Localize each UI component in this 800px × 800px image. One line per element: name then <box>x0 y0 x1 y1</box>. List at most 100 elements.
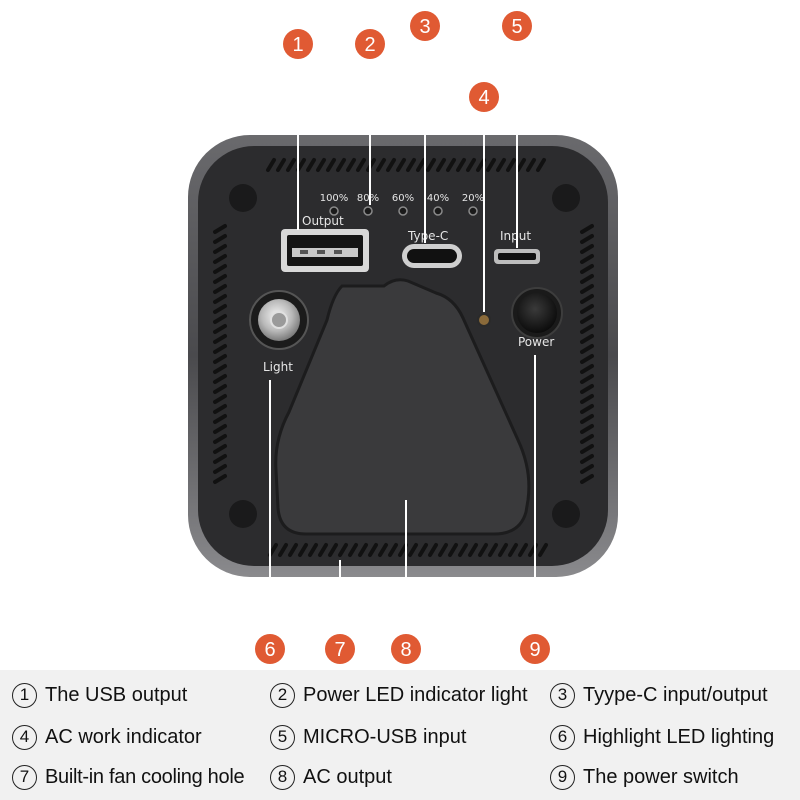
vent-slot <box>456 158 466 172</box>
indicator-level-label: 20% <box>462 193 484 204</box>
vent-slot <box>446 158 456 172</box>
vent-slot <box>213 394 227 404</box>
vent-slot <box>468 543 478 557</box>
callout-8: 8 <box>391 634 421 664</box>
vent-slot <box>213 234 227 244</box>
vent-slot <box>316 158 326 172</box>
vent-slot <box>308 543 318 557</box>
legend-text-7: Built-in fan cooling hole <box>45 765 245 788</box>
vent-slot <box>580 384 594 394</box>
legend-item-8: 8 AC output <box>270 762 392 792</box>
vent-slot <box>580 304 594 314</box>
vent-slot <box>213 314 227 324</box>
indicator-led <box>329 206 339 216</box>
vent-slot <box>328 543 338 557</box>
vent-slot <box>213 424 227 434</box>
vent-slot <box>213 444 227 454</box>
vent-slot <box>408 543 418 557</box>
legend-text-6: Highlight LED lighting <box>583 725 775 748</box>
vent-slot <box>376 158 386 172</box>
cooling-vents <box>213 158 594 557</box>
callout-3-number: 3 <box>419 16 430 38</box>
legend-item-5: 5 MICRO-USB input <box>270 722 466 752</box>
vent-slot <box>358 543 368 557</box>
power-led-indicators: 100%80%60%40%20% <box>320 193 484 216</box>
vent-slot <box>286 158 296 172</box>
vent-slot <box>580 244 594 254</box>
light-label: Light <box>263 360 293 374</box>
callout-8-number: 8 <box>400 639 411 661</box>
vent-slot <box>213 334 227 344</box>
indicator-level-label: 80% <box>357 193 379 204</box>
vent-slot <box>213 474 227 484</box>
vent-slot <box>580 324 594 334</box>
vent-slot <box>516 158 526 172</box>
vent-slot <box>580 454 594 464</box>
vent-slot <box>580 264 594 274</box>
callout-4-number: 4 <box>478 87 489 109</box>
legend-text-1: The USB output <box>45 683 188 706</box>
legend-number-9: 9 <box>550 764 575 790</box>
vent-slot <box>580 374 594 384</box>
power-button <box>517 293 557 333</box>
vent-slot <box>298 543 308 557</box>
vent-slot <box>318 543 328 557</box>
vent-slot <box>580 334 594 344</box>
vent-slot <box>466 158 476 172</box>
vent-slot <box>213 324 227 334</box>
legend-item-7: 7 Built-in fan cooling hole <box>12 762 245 792</box>
legend-item-1: 1 The USB output <box>12 680 187 710</box>
vent-slot <box>580 234 594 244</box>
vent-slot <box>580 284 594 294</box>
indicator-led <box>363 206 373 216</box>
vent-slot <box>416 158 426 172</box>
vent-slot <box>213 224 227 234</box>
vent-slot <box>213 254 227 264</box>
vent-slot <box>213 404 227 414</box>
vent-slot <box>526 158 536 172</box>
callout-7: 7 <box>325 634 355 664</box>
vent-slot <box>418 543 428 557</box>
vent-slot <box>336 158 346 172</box>
vent-slot <box>488 543 498 557</box>
vent-slot <box>406 158 416 172</box>
vent-slot <box>213 304 227 314</box>
vent-slot <box>386 158 396 172</box>
vent-slot <box>213 364 227 374</box>
vent-slot <box>278 543 288 557</box>
vent-slot <box>213 274 227 284</box>
legend-number-2: 2 <box>270 682 295 708</box>
vent-slot <box>388 543 398 557</box>
legend-number-8: 8 <box>270 764 295 790</box>
input-label: Input <box>500 229 531 243</box>
type-c-label: Type-C <box>407 229 448 243</box>
legend-panel: 1 The USB output 2 Power LED indicator l… <box>0 670 800 800</box>
vent-slot <box>498 543 508 557</box>
vent-slot <box>448 543 458 557</box>
vent-slot <box>580 274 594 284</box>
indicator-level-label: 40% <box>427 193 449 204</box>
vent-slot <box>378 543 388 557</box>
vent-slot <box>580 364 594 374</box>
product-diagram: 100%80%60%40%20% Output Type-C Input Lig… <box>188 11 618 664</box>
legend-text-2: Power LED indicator light <box>303 683 528 706</box>
power-label: Power <box>518 335 554 349</box>
output-label: Output <box>302 214 344 228</box>
vent-slot <box>213 244 227 254</box>
screw-hole <box>229 184 257 212</box>
legend-number-7: 7 <box>12 764 37 790</box>
ac-indicator-led <box>477 313 491 327</box>
indicator-level-label: 60% <box>392 193 414 204</box>
vent-slot <box>213 294 227 304</box>
vent-slot <box>438 543 448 557</box>
vent-slot <box>580 424 594 434</box>
indicator-led <box>433 206 443 216</box>
vent-slot <box>276 158 286 172</box>
vent-slot <box>506 158 516 172</box>
vent-slot <box>580 344 594 354</box>
vent-slot <box>580 404 594 414</box>
vent-slot <box>496 158 506 172</box>
vent-slot <box>346 158 356 172</box>
vent-slot <box>356 158 366 172</box>
legend-number-6: 6 <box>550 724 575 750</box>
